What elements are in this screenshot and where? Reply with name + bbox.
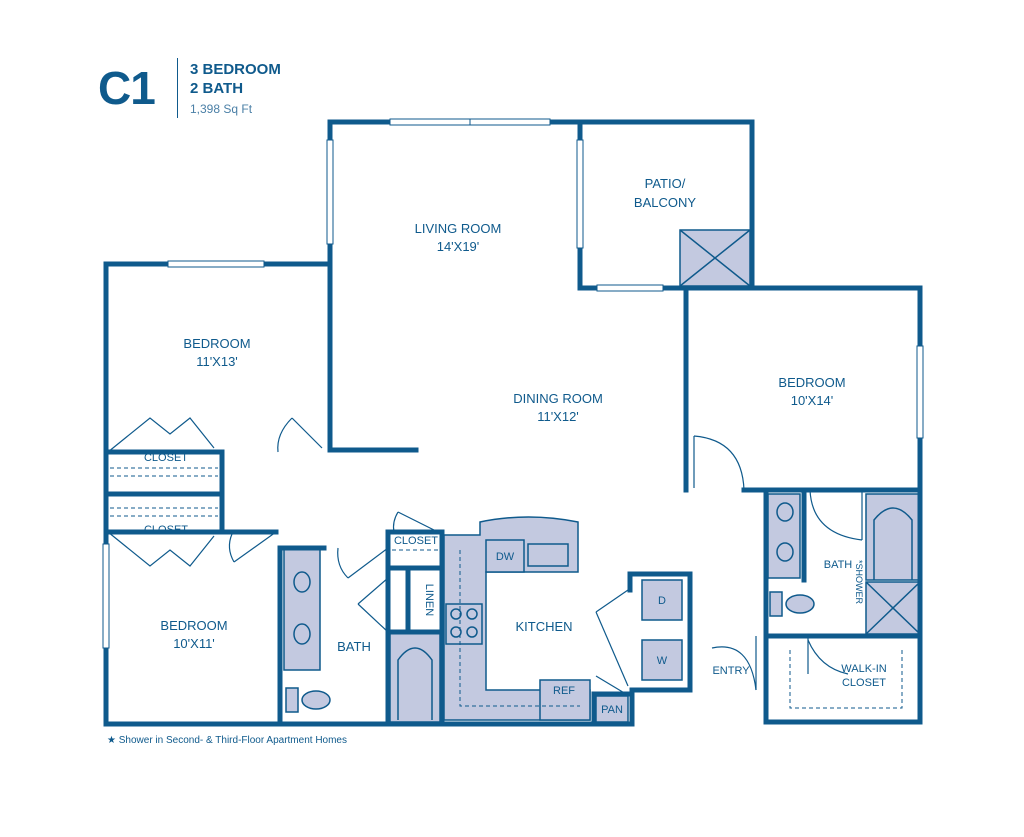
dining-room-size: 11'X12'	[537, 409, 579, 424]
walkin-closet-line1: WALK-IN	[841, 663, 886, 675]
header-divider	[177, 58, 178, 118]
entry-label: ENTRY	[712, 665, 750, 677]
shower-note-label: *SHOWER	[854, 560, 864, 605]
patio-label-line2: BALCONY	[634, 195, 696, 210]
kitchen-counter	[443, 516, 591, 721]
right-bath-label: BATH	[824, 559, 853, 571]
walkin-closet-line2: CLOSET	[842, 677, 886, 689]
living-room-name: LIVING ROOM	[415, 221, 502, 236]
dryer	[641, 579, 683, 621]
plan-header: C1 3 BEDROOM 2 BATH 1,398 Sq Ft	[0, 0, 1024, 120]
refrigerator	[539, 679, 591, 721]
dryer-label: D	[658, 595, 666, 607]
bedroom-b-size: 10'X14'	[791, 393, 834, 408]
kitchen-label: KITCHEN	[515, 619, 572, 634]
left-bath-vanity	[283, 547, 321, 671]
kitchen-sink	[527, 543, 569, 567]
unit-code: C1	[98, 62, 156, 114]
washer-label: W	[657, 655, 668, 667]
living-room-size: 14'X19'	[437, 239, 480, 254]
windows	[102, 118, 924, 649]
footnote: ★ Shower in Second- & Third-Floor Apartm…	[107, 735, 347, 746]
bedroom-c-size: 10'X11'	[173, 636, 215, 651]
refrigerator-label: REF	[553, 685, 575, 697]
fixtures	[283, 229, 921, 723]
patio-label-line1: PATIO/	[645, 176, 686, 191]
closet-hall-label: CLOSET	[394, 535, 438, 547]
bedroom-a-name: BEDROOM	[183, 336, 250, 351]
square-footage: 1,398 Sq Ft	[190, 102, 253, 116]
bedroom-b-name: BEDROOM	[778, 375, 845, 390]
walls	[103, 119, 923, 727]
bathroom-count: 2 BATH	[190, 80, 244, 97]
dashed-lines	[110, 467, 903, 709]
dishwasher-label: DW	[496, 551, 515, 563]
dining-room-name: DINING ROOM	[513, 391, 603, 406]
bedroom-a-size: 11'X13'	[196, 354, 238, 369]
bedroom-c-name: BEDROOM	[160, 618, 227, 633]
pantry-label: PAN	[601, 704, 623, 716]
stove	[445, 603, 483, 645]
closet-upper-label: CLOSET	[144, 452, 188, 464]
doors	[107, 417, 863, 695]
closet-lower-label: CLOSET	[144, 524, 188, 536]
left-bath-label: BATH	[337, 639, 371, 654]
linen-label: LINEN	[423, 584, 435, 616]
bedroom-count: 3 BEDROOM	[190, 61, 281, 78]
dishwasher	[485, 539, 525, 573]
washer	[641, 639, 683, 681]
